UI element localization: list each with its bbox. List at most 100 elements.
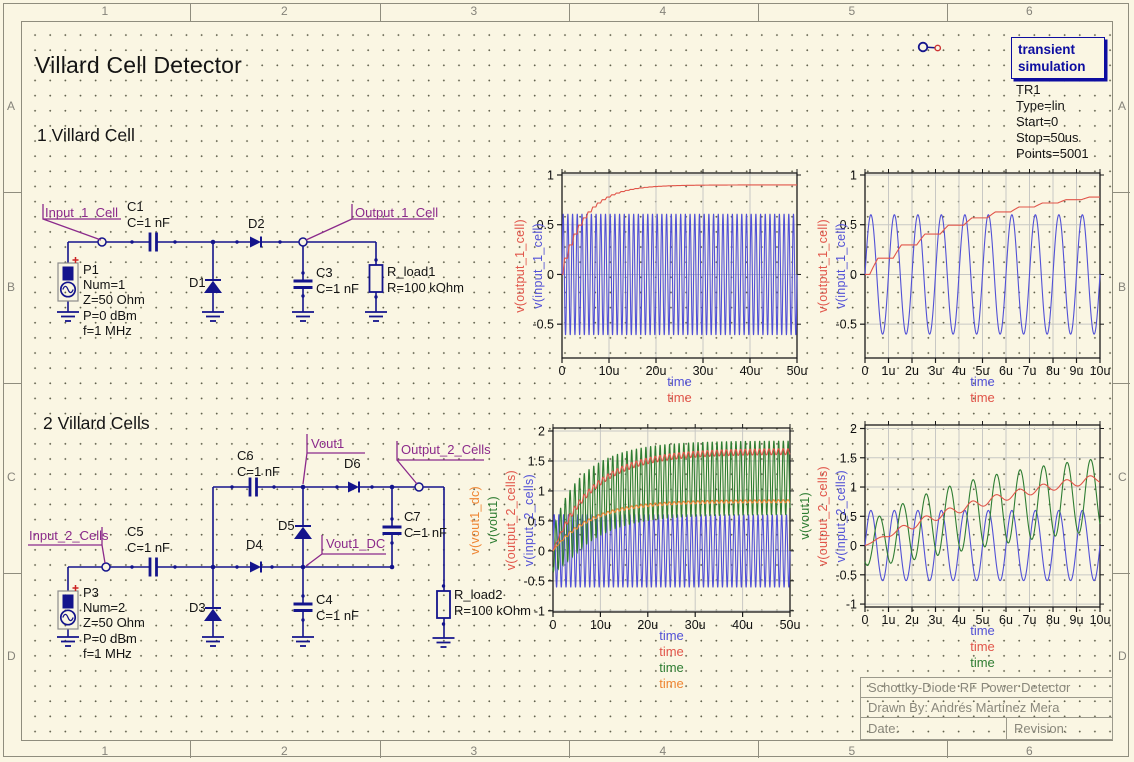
y-tick-label: 0 — [850, 539, 857, 553]
ruler-right-letter: B — [1118, 279, 1127, 294]
y-tick-label: 0.5 — [528, 514, 545, 528]
x-tick-label: 20u — [646, 364, 667, 378]
label-D5[interactable]: D5 — [278, 518, 295, 533]
net-label-output1[interactable]: Output_1_Cell — [355, 205, 439, 220]
y-axis-label: v(output_1_cell) — [513, 218, 527, 313]
label-Rload2[interactable]: R_load2 R=100 kOhm — [454, 587, 531, 618]
transient-simulation-line2: simulation — [1018, 59, 1086, 74]
y-tick-label: 1.5 — [528, 454, 545, 468]
label-C6[interactable]: C6 C=1 nF — [237, 448, 280, 479]
x-tick-label: 0 — [862, 613, 869, 627]
title-block-doc-title: Schottky-Diode RF Power Detector — [861, 678, 1112, 698]
x-tick-label: 0 — [862, 364, 869, 378]
x-tick-label: 6u — [999, 613, 1013, 627]
y-tick-label: 0 — [547, 268, 554, 282]
x-tick-label: 2u — [905, 364, 919, 378]
ruler-bottom-number: 3 — [470, 744, 478, 758]
ruler-right-letter: D — [1118, 649, 1127, 663]
label-D4[interactable]: D4 — [246, 537, 263, 552]
label-C4[interactable]: C4 C=1 nF — [316, 592, 359, 623]
ruler-bottom-number: 6 — [1026, 744, 1033, 758]
x-axis-label: time — [659, 660, 684, 675]
ruler-divider — [947, 4, 948, 21]
label-C1[interactable]: C1 C=1 nF — [127, 199, 170, 230]
label-P1[interactable]: P1 Num=1 Z=50 Ohm P=0 dBm f=1 MHz — [83, 262, 145, 338]
x-axis-label: time — [659, 676, 684, 691]
x-tick-label: 10u — [1090, 364, 1111, 378]
series-v(vout1_dc) — [552, 499, 791, 552]
sheet-outer-border — [3, 3, 1129, 757]
x-axis-label: time — [970, 639, 995, 654]
ruler-divider — [569, 4, 570, 21]
label-C3[interactable]: C3 C=1 nF — [316, 265, 359, 296]
y-tick-label: -1 — [534, 604, 545, 618]
y-tick-label: 2 — [850, 422, 857, 436]
ruler-left-letter: A — [7, 98, 16, 113]
page-title[interactable]: Villard Cell Detector — [35, 52, 243, 78]
series-v(input_2_cells) — [864, 509, 1101, 582]
ruler-left-letter: C — [7, 470, 16, 484]
net-label-output2[interactable]: Output_2_Cells — [401, 442, 491, 457]
chart-border — [552, 427, 791, 613]
ruler-divider — [190, 4, 191, 21]
label-D6[interactable]: D6 — [344, 456, 361, 471]
label-C5[interactable]: C5 C=1 nF — [127, 524, 170, 555]
x-tick-label: 0 — [559, 364, 566, 378]
title-block: Schottky-Diode RF Power Detector Drawn B… — [860, 677, 1113, 740]
ruler-right-letter: C — [1118, 470, 1127, 484]
net-label-vout1-dc[interactable]: Vout1_DC — [326, 536, 386, 551]
ruler-divider — [947, 741, 948, 758]
x-tick-label: 50u — [780, 618, 801, 632]
net-label-input2[interactable]: Input_2_Cells — [29, 528, 109, 543]
y-axis-label: v(input_1_cell) — [531, 222, 545, 309]
x-axis-label: time — [970, 655, 995, 670]
ruler-divider — [4, 383, 21, 384]
label-D1[interactable]: D1 — [189, 275, 206, 290]
label-P3[interactable]: P3 Num=2 Z=50 Ohm P=0 dBm f=1 MHz — [83, 585, 145, 661]
transient-simulation-box[interactable]: transient simulation — [1011, 37, 1105, 79]
x-tick-label: 5u — [976, 613, 990, 627]
label-D2[interactable]: D2 — [248, 216, 265, 231]
ruler-divider — [758, 4, 759, 21]
x-tick-label: 9u — [1070, 613, 1084, 627]
x-tick-label: 10u — [599, 364, 620, 378]
title-block-date: Date: — [861, 718, 1007, 739]
y-tick-label: 1 — [850, 168, 857, 182]
series-v(output_1_cell) — [562, 184, 797, 275]
series-v(input_2_cells) — [552, 514, 791, 588]
label-C7[interactable]: C7 C=1 nF — [404, 509, 447, 540]
y-axis-label: v(output_2_cells) — [504, 469, 518, 571]
x-tick-label: 1u — [882, 613, 896, 627]
section1-heading[interactable]: 1 Villard Cell — [37, 125, 135, 145]
net-label-vout1[interactable]: Vout1 — [311, 436, 345, 451]
x-axis-label: time — [659, 644, 684, 659]
x-axis-label: time — [970, 623, 995, 638]
transient-params[interactable]: TR1 Type=lin Start=0 Stop=50us Points=50… — [1016, 82, 1089, 161]
x-tick-label: 5u — [976, 364, 990, 378]
x-tick-label: 20u — [637, 618, 658, 632]
y-tick-label: 1 — [547, 168, 554, 182]
series-v(input_1_cell) — [561, 213, 798, 336]
ruler-top-number: 6 — [1026, 4, 1033, 18]
net-label-input1[interactable]: Input_1_Cell — [45, 205, 118, 220]
title-block-revision: Revision: — [1014, 721, 1068, 736]
ruler-divider — [4, 573, 21, 574]
transient-simulation-line1: transient — [1018, 42, 1076, 57]
label-Rload1[interactable]: R_load1 R=100 kOhm — [387, 264, 464, 295]
x-tick-label: 1u — [882, 364, 896, 378]
y-tick-label: 0.5 — [537, 218, 554, 232]
series-v(output_2_cells) — [864, 475, 1101, 547]
y-tick-label: -0.5 — [835, 568, 857, 582]
x-tick-label: 0 — [550, 618, 557, 632]
label-D3[interactable]: D3 — [189, 600, 206, 615]
x-tick-label: 3u — [929, 613, 943, 627]
section2-heading[interactable]: 2 Villard Cells — [43, 413, 150, 433]
x-axis-label: time — [659, 628, 684, 643]
x-tick-label: 4u — [952, 364, 966, 378]
